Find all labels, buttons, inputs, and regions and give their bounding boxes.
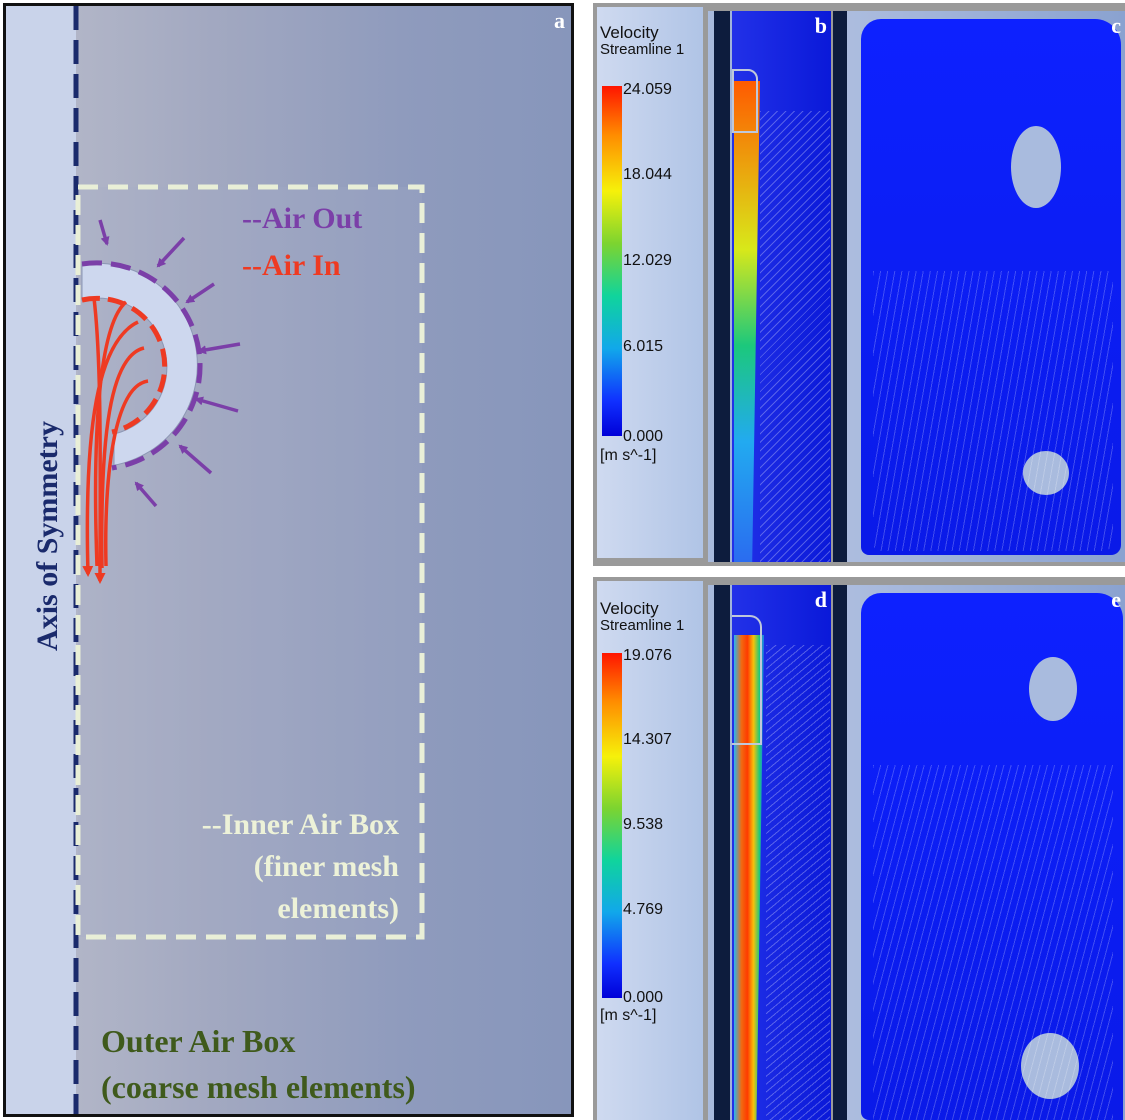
axis-bar [833, 585, 847, 1120]
air-out-label: --Air Out [242, 202, 363, 235]
outer-air-box-label: Outer Air Box (coarse mesh elements) [101, 1018, 416, 1110]
inner-box-line1: --Inner Air Box [201, 808, 399, 841]
nozzle-outline [732, 69, 758, 133]
air-in-boundary [81, 295, 168, 435]
panel-a-drawing [73, 6, 425, 1114]
tick-label: 24.059 [623, 81, 672, 98]
colorbar [602, 653, 622, 998]
air-in-flow-lines [82, 297, 149, 584]
axis-of-symmetry-label: Axis of Symmetry [31, 421, 64, 651]
panel-c-streamlines: c [833, 11, 1125, 562]
panel-letter-c: c [1111, 13, 1121, 38]
panel-letter-b: b [814, 13, 827, 38]
axis-bar [714, 585, 730, 1120]
legend-subtitle: Streamline 1 [600, 41, 685, 58]
tick-label: 4.769 [623, 901, 664, 918]
vortex-core-lower [1021, 1033, 1079, 1099]
top-simulation-frame: Velocity Streamline 1 24.059 18.044 12.0… [593, 3, 1125, 566]
bottom-simulation-frame: Velocity Streamline 1 19.076 14.307 9.53… [593, 577, 1125, 1120]
air-in-label: --Air In [242, 249, 341, 282]
streamline-texture [760, 111, 830, 562]
outer-box-line2: (coarse mesh elements) [101, 1069, 416, 1105]
axis-bar [714, 11, 730, 562]
streamline-texture [873, 765, 1113, 1120]
vortex-region [861, 593, 1123, 1120]
air-out-arrows [98, 219, 241, 508]
tick-label: 6.015 [623, 338, 664, 355]
inner-box-line2: (finer mesh [253, 850, 399, 883]
panel-letter-d: d [814, 587, 827, 612]
inner-air-box-label: --Inner Air Box (finer mesh elements) [202, 804, 399, 930]
panel-d-streamlines: d [708, 585, 831, 1120]
velocity-legend-top: Velocity Streamline 1 24.059 18.044 12.0… [597, 7, 703, 558]
panel-a-schematic: a --Air Out --Air In --Inner Air Box (fi… [3, 3, 574, 1117]
unit-label: [m s^-1] [600, 1007, 657, 1024]
outer-box-line1: Outer Air Box [101, 1023, 296, 1059]
panel-e-streamlines: e [833, 585, 1125, 1120]
vortex-core-lower [1023, 451, 1069, 495]
tick-label: 12.029 [623, 252, 672, 269]
velocity-legend-bottom: Velocity Streamline 1 19.076 14.307 9.53… [597, 581, 703, 1120]
inner-box-line3: elements) [277, 892, 399, 925]
vortex-core-upper [1029, 657, 1077, 721]
axis-bar [833, 11, 847, 562]
vortex-core-upper [1011, 126, 1061, 208]
legend-title: Velocity [600, 599, 659, 618]
unit-label: [m s^-1] [600, 447, 657, 464]
tick-label: 18.044 [623, 166, 672, 183]
axis-region [6, 6, 76, 1114]
tick-label: 14.307 [623, 731, 672, 748]
streamline-texture [766, 645, 830, 1120]
panel-letter-a: a [554, 8, 565, 33]
tick-label: 0.000 [623, 428, 664, 445]
panel-letter-e: e [1111, 587, 1121, 612]
legend-title: Velocity [600, 23, 659, 42]
streamline-texture [873, 271, 1113, 551]
tick-label: 0.000 [623, 989, 664, 1006]
panel-b-streamlines: b [708, 11, 831, 562]
colorbar [602, 86, 622, 436]
tick-label: 9.538 [623, 816, 664, 833]
nozzle-outline [732, 615, 762, 745]
tick-label: 19.076 [623, 647, 672, 664]
vortex-region [861, 19, 1121, 555]
legend-subtitle: Streamline 1 [600, 617, 685, 634]
